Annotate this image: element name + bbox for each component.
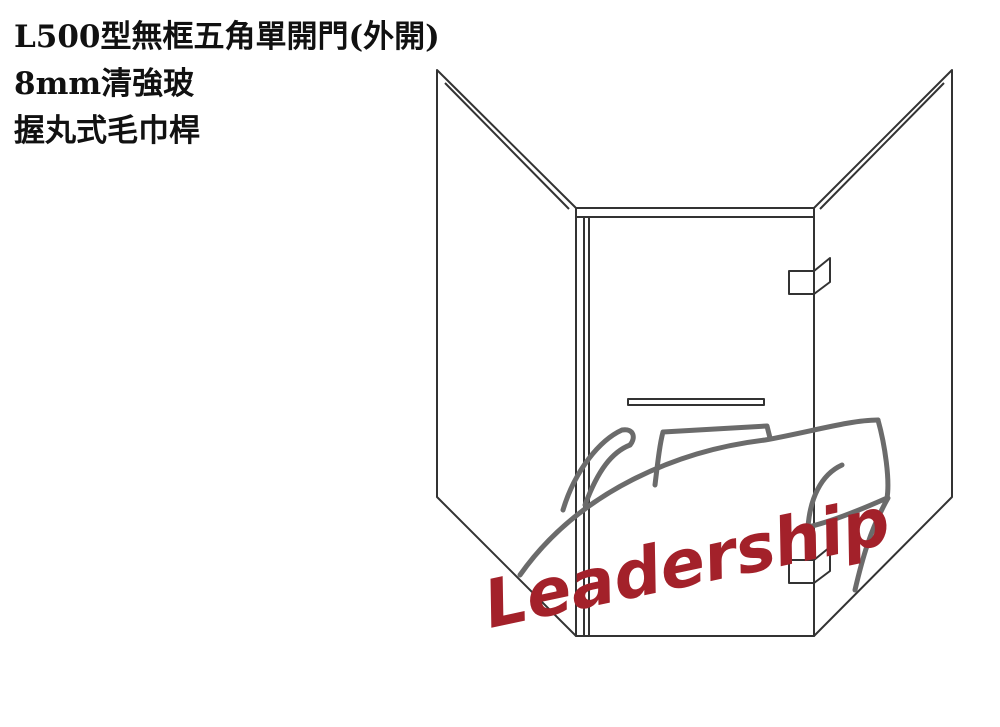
lower-hinge bbox=[788, 546, 831, 584]
towel-bar-spec: 握丸式毛巾桿 bbox=[14, 113, 200, 149]
towel-bar bbox=[627, 398, 765, 406]
glass-spec: 8mm清強玻 bbox=[14, 66, 195, 102]
spec-title-block: L500型無框五角單開門(外開) 8mm清強玻 握丸式毛巾桿 bbox=[14, 14, 440, 155]
product-title: L500型無框五角單開門(外開) bbox=[14, 19, 440, 55]
logo-text: Leadership bbox=[477, 483, 896, 644]
top-rail bbox=[576, 207, 814, 218]
logo-swoosh-icon bbox=[517, 417, 891, 593]
upper-hinge bbox=[788, 257, 831, 295]
